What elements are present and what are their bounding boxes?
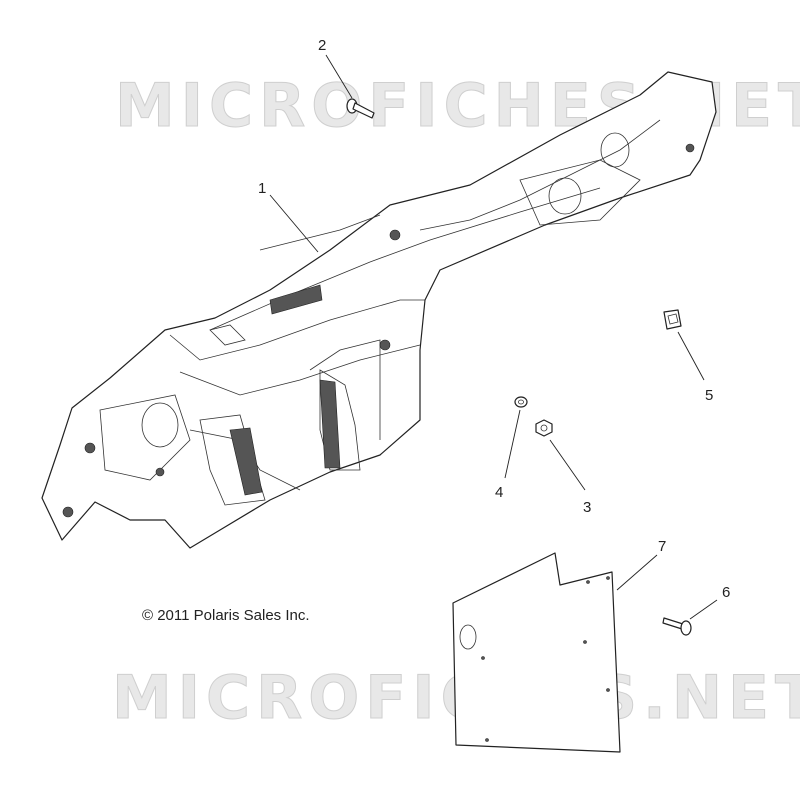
part-1-body-panel xyxy=(41,71,717,549)
leader-3 xyxy=(549,439,586,491)
callout-7: 7 xyxy=(658,538,666,555)
part-7-panel xyxy=(452,552,621,753)
copyright-notice: © 2011 Polaris Sales Inc. xyxy=(142,607,310,624)
leader-2 xyxy=(325,54,353,99)
part-5-clip xyxy=(663,309,682,330)
leader-5 xyxy=(677,331,705,381)
leader-7 xyxy=(616,554,658,591)
leader-4 xyxy=(504,409,521,479)
part-3-nut xyxy=(535,419,553,437)
callout-4: 4 xyxy=(495,484,503,501)
callout-3: 3 xyxy=(583,499,591,516)
part-6-screw xyxy=(662,617,692,636)
callout-5: 5 xyxy=(705,387,713,404)
callout-6: 6 xyxy=(722,584,730,601)
part-4-washer xyxy=(514,396,528,408)
callout-1: 1 xyxy=(258,180,266,197)
callout-2: 2 xyxy=(318,37,326,54)
leader-1 xyxy=(269,194,319,253)
leader-6 xyxy=(689,599,718,620)
part-2-screw xyxy=(346,98,375,119)
